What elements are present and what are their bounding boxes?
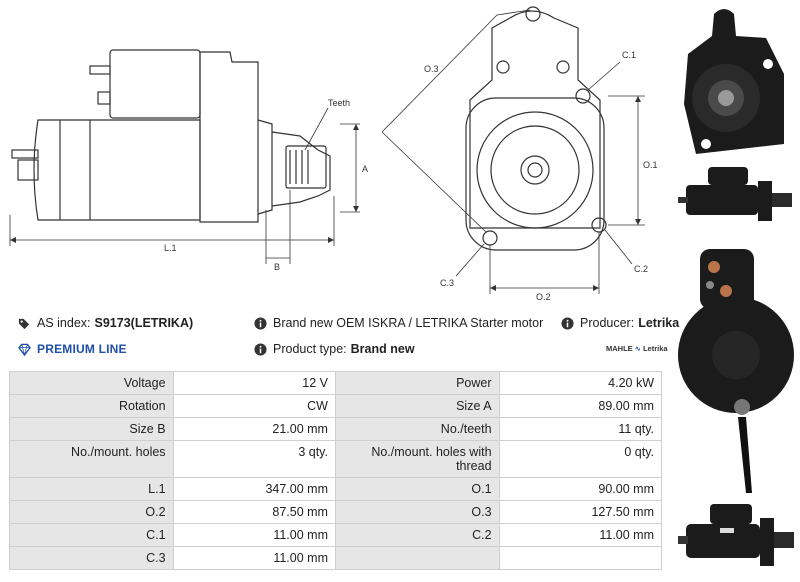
spec-label: Size A bbox=[334, 394, 500, 418]
starter-motor-drawing: Teeth A B L.1 O.1 O.2 O.3 C.1 C.2 C.3 bbox=[9, 6, 658, 302]
c1-label: C.1 bbox=[622, 50, 636, 60]
spec-label: C.2 bbox=[334, 523, 500, 547]
table-row: O.2 87.50 mm O.3 127.50 mm bbox=[9, 500, 663, 524]
spec-value: 4.20 kW bbox=[498, 371, 663, 395]
technical-drawing: Teeth A B L.1 O.1 O.2 O.3 C.1 C.2 C.3 bbox=[0, 0, 680, 305]
o3-dimension-line bbox=[381, 14, 498, 133]
housing-outline bbox=[199, 51, 259, 223]
spec-label: No./teeth bbox=[334, 417, 500, 441]
spec-label: No./mount. holes bbox=[9, 440, 174, 478]
front-view bbox=[381, 6, 645, 294]
spec-value: 87.50 mm bbox=[172, 500, 336, 524]
table-row: Rotation CW Size A 89.00 mm bbox=[9, 394, 663, 418]
product-type-value: Brand new bbox=[350, 342, 415, 356]
side-view bbox=[9, 49, 360, 264]
teeth-label: Teeth bbox=[328, 98, 350, 108]
producer: Producer: Letrika bbox=[561, 316, 679, 330]
product-info: AS index: S9173(LETRIKA) Brand new OEM I… bbox=[0, 310, 679, 366]
letrika-logo-text: Letrika bbox=[642, 344, 668, 353]
spec-label: C.1 bbox=[9, 523, 174, 547]
product-type: Product type: Brand new bbox=[254, 342, 415, 356]
spec-label: Rotation bbox=[9, 394, 174, 418]
brand-logo: MAHLE ∿ Letrika bbox=[606, 344, 668, 353]
specifications-table: Voltage 12 V Power 4.20 kW Rotation CW S… bbox=[9, 371, 663, 570]
as-index: AS index: S9173(LETRIKA) bbox=[18, 316, 193, 330]
l1-label: L.1 bbox=[164, 243, 177, 253]
photo-side-bottom bbox=[678, 504, 794, 566]
spec-value: 11.00 mm bbox=[172, 546, 336, 570]
info-icon bbox=[561, 316, 574, 330]
photo-side-top bbox=[678, 167, 792, 221]
description-text: Brand new OEM ISKRA / LETRIKA Starter mo… bbox=[273, 316, 544, 330]
o1-label: O.1 bbox=[643, 160, 658, 170]
pinion-outline bbox=[285, 145, 327, 189]
spec-value: 11 qty. bbox=[498, 417, 663, 441]
solenoid-outline bbox=[109, 49, 201, 119]
tags-icon bbox=[18, 318, 30, 329]
spec-value: 0 qty. bbox=[498, 440, 663, 478]
hole-c3 bbox=[482, 230, 498, 246]
spec-value bbox=[498, 546, 663, 570]
spec-label: O.2 bbox=[9, 500, 174, 524]
o3-label: O.3 bbox=[424, 64, 439, 74]
as-index-value: S9173(LETRIKA) bbox=[94, 316, 194, 330]
spec-value: 11.00 mm bbox=[172, 523, 336, 547]
spec-label: Size B bbox=[9, 417, 174, 441]
spec-label: Power bbox=[334, 371, 500, 395]
c2-label: C.2 bbox=[634, 264, 648, 274]
spec-value: 90.00 mm bbox=[498, 477, 663, 501]
photo-front-flange bbox=[684, 9, 784, 154]
spec-label: C.3 bbox=[9, 546, 174, 570]
o2-label: O.2 bbox=[536, 292, 551, 302]
spec-value: 3 qty. bbox=[172, 440, 336, 478]
info-icon bbox=[254, 316, 267, 330]
motor-body-outline bbox=[33, 119, 201, 221]
table-row: C.1 11.00 mm C.2 11.00 mm bbox=[9, 523, 663, 547]
flange-outline bbox=[469, 10, 601, 229]
spec-label: O.1 bbox=[334, 477, 500, 501]
product-photos bbox=[672, 0, 800, 582]
spec-label: Voltage bbox=[9, 371, 174, 395]
info-icon bbox=[254, 342, 267, 356]
premium-line-text: PREMIUM LINE bbox=[37, 342, 127, 356]
spec-value: 12 V bbox=[172, 371, 336, 395]
hole-c1 bbox=[575, 88, 591, 104]
as-index-label: AS index: bbox=[37, 316, 91, 330]
table-row: C.3 11.00 mm bbox=[9, 546, 663, 570]
table-row: Voltage 12 V Power 4.20 kW bbox=[9, 371, 663, 395]
premium-line: PREMIUM LINE bbox=[18, 342, 127, 356]
spec-label: L.1 bbox=[9, 477, 174, 501]
nose-outline bbox=[271, 131, 331, 207]
spec-value: 21.00 mm bbox=[172, 417, 336, 441]
c3-label: C.3 bbox=[440, 278, 454, 288]
spec-value: CW bbox=[172, 394, 336, 418]
producer-label: Producer: bbox=[580, 316, 635, 330]
a-label: A bbox=[362, 164, 368, 174]
spec-value: 11.00 mm bbox=[498, 523, 663, 547]
table-row: L.1 347.00 mm O.1 90.00 mm bbox=[9, 477, 663, 501]
spec-value: 127.50 mm bbox=[498, 500, 663, 524]
spec-value: 89.00 mm bbox=[498, 394, 663, 418]
outer-ring bbox=[476, 111, 594, 229]
mounting-flange bbox=[465, 97, 605, 251]
table-row: No./mount. holes 3 qty. No./mount. holes… bbox=[9, 440, 663, 478]
diamond-icon bbox=[18, 343, 31, 356]
spec-label: O.3 bbox=[334, 500, 500, 524]
mahle-logo-text: MAHLE bbox=[606, 344, 633, 353]
table-row: Size B 21.00 mm No./teeth 11 qty. bbox=[9, 417, 663, 441]
product-type-label: Product type: bbox=[273, 342, 347, 356]
photo-rear bbox=[678, 249, 794, 493]
spec-label bbox=[334, 546, 500, 570]
spec-value: 347.00 mm bbox=[172, 477, 336, 501]
spec-label: No./mount. holes with thread bbox=[334, 440, 500, 478]
b-label: B bbox=[274, 262, 280, 272]
producer-value: Letrika bbox=[638, 316, 680, 330]
wave-icon: ∿ bbox=[634, 344, 641, 353]
description: Brand new OEM ISKRA / LETRIKA Starter mo… bbox=[254, 316, 543, 330]
